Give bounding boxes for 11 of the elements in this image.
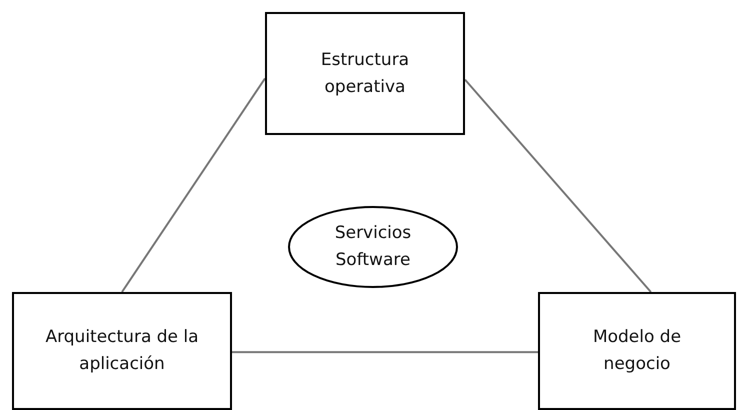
process-box <box>12 292 232 410</box>
node-label: Modelo de negocio <box>592 326 682 376</box>
node-label: Servicios Software <box>334 222 412 272</box>
node-label: Arquitectura de la aplicación <box>44 326 200 376</box>
connector-line <box>232 351 538 354</box>
process-box <box>265 12 465 135</box>
process-box <box>538 292 736 410</box>
connector-line <box>121 78 266 293</box>
node-label: Estructura operativa <box>320 48 410 98</box>
ellipse-node <box>288 206 458 288</box>
connector-line <box>464 79 652 293</box>
